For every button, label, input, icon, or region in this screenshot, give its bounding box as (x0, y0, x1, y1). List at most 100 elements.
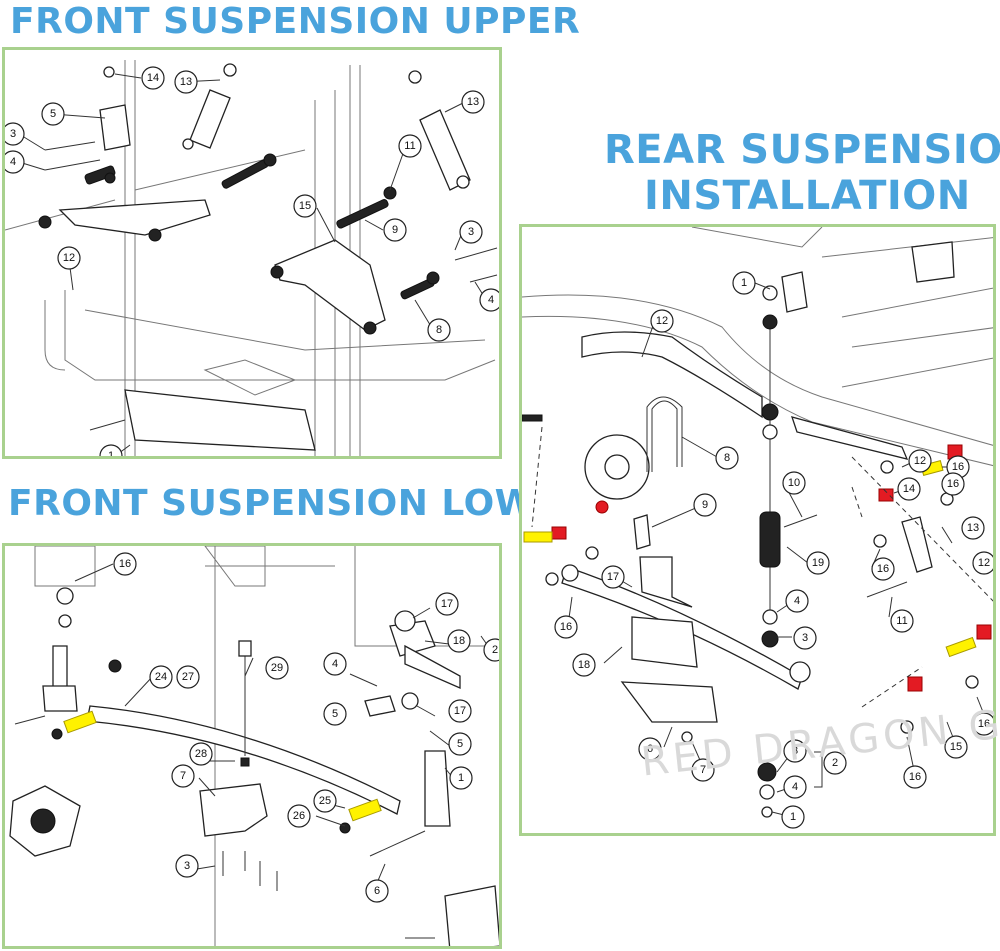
threaded-rod (221, 159, 269, 189)
callout: 4 (783, 775, 807, 799)
callout: 6 (365, 879, 389, 903)
bushing (873, 534, 887, 548)
callout: 3 (793, 626, 817, 650)
bushing-yellow (945, 636, 977, 658)
bushing-3 (761, 630, 779, 648)
callout: 1 (732, 271, 756, 295)
leader-lines (18, 73, 486, 456)
bushing (270, 265, 284, 279)
bushing-yellow (348, 798, 382, 822)
svg-text:2: 2 (492, 644, 498, 656)
bump-stop-9 (633, 514, 651, 550)
callout: 12 (972, 551, 993, 575)
svg-text:17: 17 (441, 598, 453, 610)
svg-text:12: 12 (978, 557, 990, 569)
callout: 16 (113, 552, 137, 576)
callout: 25 (313, 789, 337, 813)
svg-text:13: 13 (180, 76, 192, 88)
a-arm-right (274, 239, 386, 331)
svg-text:4: 4 (792, 781, 798, 793)
svg-text:16: 16 (947, 478, 959, 490)
svg-text:7: 7 (700, 764, 706, 776)
svg-text:17: 17 (454, 705, 466, 717)
svg-text:6: 6 (374, 885, 380, 897)
front-upper-callouts: 14 13 5 3 4 11 13 15 9 3 4 12 8 1 (5, 66, 499, 456)
callout: 29 (265, 656, 289, 680)
callout: 3 (459, 220, 483, 244)
leader-lines (567, 282, 988, 818)
callout: 4 (323, 652, 347, 676)
callout: 17 (448, 699, 472, 723)
svg-text:9: 9 (392, 224, 398, 236)
callout: 16 (903, 765, 927, 789)
callout: 1 (781, 805, 805, 829)
frame-line (84, 309, 486, 351)
callout: 13 (461, 90, 485, 114)
bolt-4 (44, 159, 101, 171)
rear-installation-title: INSTALLATION (644, 173, 971, 219)
callout: 5 (323, 702, 347, 726)
front-suspension-upper-title: FRONT SUSPENSION UPPER (10, 1, 581, 42)
callout: 16 (972, 712, 993, 736)
svg-text:29: 29 (271, 662, 283, 674)
svg-text:13: 13 (967, 522, 979, 534)
callout: 15 (944, 735, 968, 759)
svg-text:14: 14 (903, 483, 915, 495)
bushing-17 (401, 692, 419, 710)
spring-eye (789, 661, 811, 683)
bushing (104, 172, 116, 184)
svg-text:9: 9 (702, 499, 708, 511)
svg-text:16: 16 (119, 558, 131, 570)
leader-lines (74, 563, 496, 884)
svg-text:4: 4 (332, 658, 338, 670)
svg-text:11: 11 (896, 615, 907, 627)
callout: 12 (908, 449, 932, 473)
bushing (263, 153, 277, 167)
callout: 4 (785, 589, 809, 613)
bushing (965, 675, 979, 689)
svg-text:16: 16 (877, 563, 889, 575)
spring-plate-17 (639, 556, 693, 608)
callout: 18 (447, 629, 471, 653)
hub-center (604, 454, 630, 480)
callout: 18 (572, 653, 596, 677)
spring-pad (631, 616, 698, 668)
callout: 9 (693, 493, 717, 517)
mounting-plate (124, 389, 316, 451)
svg-text:3: 3 (792, 745, 798, 757)
upper-bracket (781, 271, 808, 313)
callout: 16 (941, 472, 965, 496)
bushing (545, 572, 559, 586)
bracket (911, 241, 955, 283)
svg-text:26: 26 (293, 810, 305, 822)
front-lower-diagram: 16 24 27 29 17 4 18 5 17 5 28 7 1 25 26 … (9, 546, 499, 946)
svg-text:27: 27 (182, 671, 194, 683)
bolt (89, 419, 126, 431)
rear-callouts: 1 12 8 9 10 12 16 14 16 13 12 17 19 16 1… (554, 271, 993, 829)
svg-text:5: 5 (332, 708, 338, 720)
svg-text:1: 1 (458, 772, 464, 784)
callout: 2 (483, 638, 499, 662)
bushing (51, 728, 63, 740)
bushing-3 (761, 403, 779, 421)
frame-outline (522, 294, 993, 446)
callout: 12 (650, 309, 674, 333)
bolt-4 (469, 274, 498, 283)
stub-axle-18 (404, 644, 461, 689)
callout: 13 (174, 70, 198, 94)
svg-text:11: 11 (404, 140, 415, 152)
a-arm-left (58, 199, 211, 236)
axle-housing (581, 331, 763, 419)
threaded-rod (336, 199, 389, 229)
svg-text:3: 3 (10, 128, 16, 140)
bushing-yellow (63, 710, 97, 734)
bushing-3 (757, 762, 777, 782)
svg-text:16: 16 (978, 718, 990, 730)
svg-text:8: 8 (724, 452, 730, 464)
bushing (363, 321, 377, 335)
callout: 1 (449, 766, 473, 790)
frame-crossmember (790, 416, 909, 460)
bushing-red (878, 488, 894, 502)
bushing (880, 460, 894, 474)
svg-text:4: 4 (10, 156, 16, 168)
